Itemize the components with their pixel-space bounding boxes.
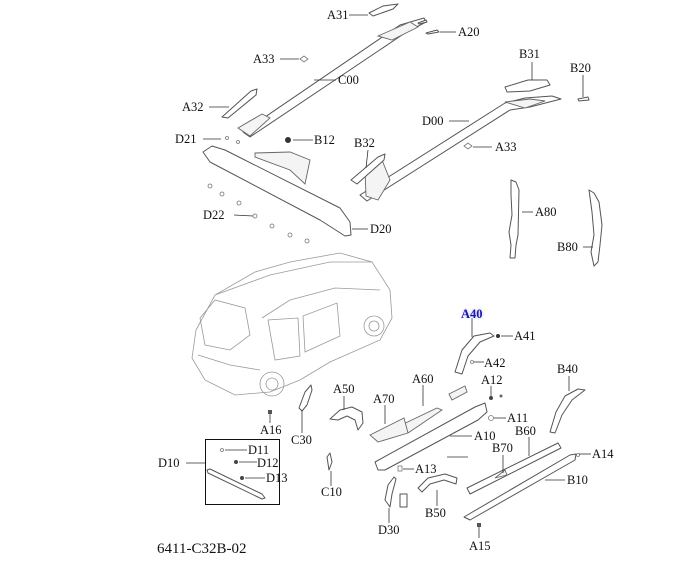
callout-b31[interactable]: B31	[519, 47, 540, 61]
callout-a70[interactable]: A70	[373, 392, 395, 406]
part-a40-wheel-arch-front[interactable]	[454, 318, 495, 375]
callout-a42[interactable]: A42	[484, 356, 506, 370]
part-a15-clip[interactable]	[477, 523, 481, 538]
part-b10-side-sill-rear[interactable]	[463, 453, 577, 521]
part-c00-roof-rail-left[interactable]	[237, 17, 427, 138]
callout-d12[interactable]: D12	[257, 456, 279, 470]
callout-b32[interactable]: B32	[354, 136, 375, 150]
part-b50-wheel-arch[interactable]	[417, 473, 458, 506]
callout-b50[interactable]: B50	[425, 506, 446, 520]
part-d00-roof-rail-right[interactable]	[359, 95, 562, 202]
part-a14-clip[interactable]	[576, 453, 592, 457]
part-a70-rocker-trim[interactable]	[369, 405, 409, 443]
callout-c30[interactable]: C30	[291, 433, 312, 447]
part-a32-rail-cover[interactable]	[209, 88, 258, 119]
callout-c00[interactable]: C00	[338, 73, 359, 87]
part-b60-sill-trim[interactable]	[466, 437, 562, 495]
callout-d21[interactable]: D21	[175, 132, 197, 146]
callout-b80[interactable]: B80	[557, 240, 578, 254]
part-a12-bracket[interactable]	[448, 385, 468, 401]
callout-a14[interactable]: A14	[592, 447, 614, 461]
callout-a12[interactable]: A12	[481, 373, 503, 387]
part-d30-pillar-trim[interactable]	[384, 476, 408, 523]
callout-b70[interactable]: B70	[492, 441, 513, 455]
part-a50-wheel-arch[interactable]	[329, 396, 364, 431]
callout-a31[interactable]: A31	[327, 8, 349, 22]
callout-d13[interactable]: D13	[266, 471, 288, 485]
callout-a10[interactable]: A10	[474, 429, 496, 443]
part-a31-rail-cover[interactable]	[349, 3, 399, 17]
callout-a15[interactable]: A15	[469, 539, 491, 553]
part-b40-wheel-arch-rear[interactable]	[549, 376, 586, 434]
callout-a40[interactable]: A40	[461, 307, 483, 321]
part-d22-fasteners[interactable]	[207, 183, 310, 244]
part-a33-right-clip[interactable]	[463, 142, 492, 150]
callout-a11[interactable]: A11	[507, 411, 529, 425]
callout-a20[interactable]: A20	[458, 25, 480, 39]
callout-d22[interactable]: D22	[203, 208, 225, 222]
callout-b60[interactable]: B60	[515, 424, 536, 438]
drawing-number: 6411-C32B-02	[157, 541, 247, 557]
part-d21-clip[interactable]	[203, 136, 240, 144]
part-c10-trim[interactable]	[326, 452, 333, 486]
part-b70-sill-trim[interactable]	[494, 455, 508, 479]
part-d10-group[interactable]	[186, 448, 266, 500]
part-a33-left-clip[interactable]	[280, 55, 309, 63]
part-b12-nut[interactable]	[285, 137, 313, 143]
part-a42-clip[interactable]	[470, 360, 485, 364]
vehicle-outline	[191, 252, 393, 397]
part-a11-clip[interactable]	[488, 415, 507, 421]
part-b20-clip[interactable]	[577, 75, 590, 102]
callout-d30[interactable]: D30	[378, 523, 400, 537]
part-c30-pillar-trim[interactable]	[298, 384, 313, 433]
part-a13-clip[interactable]	[397, 465, 414, 472]
callout-a13[interactable]: A13	[415, 462, 437, 476]
part-d20-rear-spoiler[interactable]	[202, 145, 368, 237]
part-a16-clip[interactable]	[268, 410, 272, 423]
callout-a50[interactable]: A50	[333, 382, 355, 396]
callout-d20[interactable]: D20	[370, 222, 392, 236]
callout-d10[interactable]: D10	[158, 456, 180, 470]
part-b31-rail-cover[interactable]	[504, 62, 551, 93]
d10-group-box	[205, 439, 280, 505]
callout-c10[interactable]: C10	[321, 485, 342, 499]
callout-a16[interactable]: A16	[260, 423, 282, 437]
callout-b10[interactable]: B10	[567, 473, 588, 487]
callout-d11[interactable]: D11	[248, 443, 270, 457]
callout-b12[interactable]: B12	[314, 133, 335, 147]
part-b80-pillar-trim[interactable]	[583, 189, 603, 267]
part-b32-rail-cover[interactable]	[350, 149, 386, 185]
callout-b40[interactable]: B40	[557, 362, 578, 376]
callout-a80[interactable]: A80	[535, 205, 557, 219]
callout-d00[interactable]: D00	[422, 114, 444, 128]
callout-a60[interactable]: A60	[412, 372, 434, 386]
part-a20-clip[interactable]	[417, 19, 456, 35]
callout-a33-right[interactable]: A33	[495, 140, 517, 154]
callout-a33-left[interactable]: A33	[253, 52, 275, 66]
part-a10-side-sill[interactable]	[374, 402, 488, 471]
callout-a32[interactable]: A32	[182, 100, 204, 114]
callout-b20[interactable]: B20	[570, 61, 591, 75]
callout-a41[interactable]: A41	[514, 329, 536, 343]
part-a80-pillar-trim[interactable]	[508, 179, 533, 259]
part-a12-clip[interactable]	[489, 386, 503, 400]
part-a41-clip[interactable]	[496, 334, 513, 338]
